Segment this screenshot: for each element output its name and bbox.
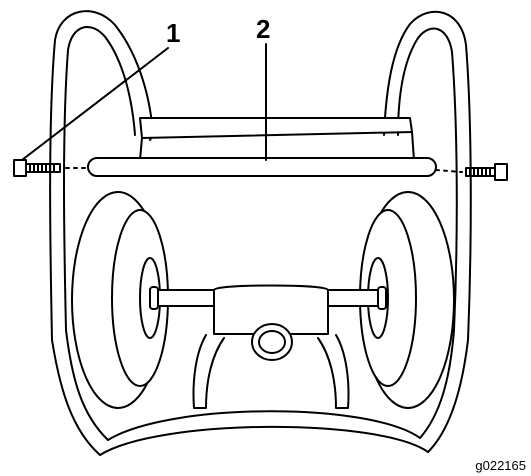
right-frame-handle xyxy=(383,10,472,453)
figure-id: g022165 xyxy=(475,458,526,473)
rod xyxy=(87,157,437,177)
upper-cross-bar xyxy=(139,117,415,161)
right-bolt xyxy=(435,163,508,181)
axle-assembly xyxy=(149,284,387,409)
callout-2: 2 xyxy=(256,14,270,44)
bottom-frame xyxy=(99,410,429,456)
left-wheel xyxy=(71,191,169,409)
callout-1: 1 xyxy=(166,18,180,48)
callout-1-leader xyxy=(21,47,169,161)
right-wheel xyxy=(359,191,455,409)
left-bolt xyxy=(13,159,89,177)
